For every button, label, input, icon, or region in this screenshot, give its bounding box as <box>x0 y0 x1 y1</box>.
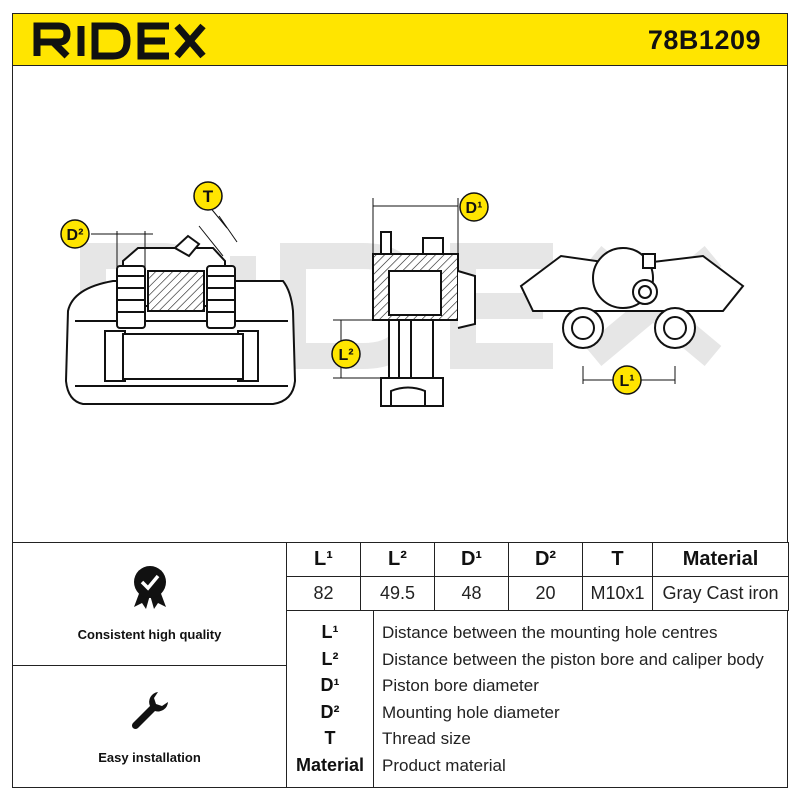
label-d2: D² <box>67 227 84 244</box>
label-l1: L¹ <box>619 373 634 390</box>
header-bar: 78B1209 <box>12 13 788 66</box>
ridex-logo <box>33 22 206 60</box>
legend-row-t: T Thread size <box>287 725 789 751</box>
legend-row-d2: D² Mounting hole diameter <box>287 699 789 725</box>
spec-header-l1: L¹ <box>286 542 361 577</box>
legend: L¹ Distance between the mounting hole ce… <box>286 610 788 788</box>
label-t: T <box>203 187 214 206</box>
legend-row-l2: L² Distance between the piston bore and … <box>287 646 789 672</box>
label-d1: D¹ <box>466 200 483 217</box>
feature-installation: Easy installation <box>12 665 287 788</box>
caliper-front-view <box>64 234 297 405</box>
spec-table: L¹ L² D¹ D² T Material 82 49.5 48 20 M10… <box>286 542 789 611</box>
legend-divider <box>373 611 374 787</box>
legend-key: L¹ <box>321 622 339 642</box>
label-t-marker: T <box>193 181 223 211</box>
legend-key: D² <box>320 702 340 722</box>
wrench-icon <box>131 692 168 730</box>
spec-value-row: 82 49.5 48 20 M10x1 Gray Cast iron <box>286 576 789 611</box>
spec-header-l2: L² <box>360 542 435 577</box>
legend-desc: Piston bore diameter <box>382 676 539 695</box>
spec-value-material: Gray Cast iron <box>652 576 789 611</box>
spec-value-l2: 49.5 <box>360 576 435 611</box>
feature-installation-label: Easy installation <box>98 750 201 765</box>
legend-row-material: Material Product material <box>287 752 789 778</box>
spec-value-d1: 48 <box>434 576 509 611</box>
legend-key: L² <box>321 649 339 669</box>
spec-value-t: M10x1 <box>582 576 653 611</box>
legend-key: D¹ <box>320 675 340 695</box>
caliper-side-view <box>372 231 476 407</box>
spec-value-d2: 20 <box>508 576 583 611</box>
legend-desc: Thread size <box>382 729 471 748</box>
label-d2-marker: D² <box>60 219 90 249</box>
feature-quality-label: Consistent high quality <box>77 627 222 642</box>
label-l2: L² <box>338 347 353 364</box>
legend-key: Material <box>295 755 365 775</box>
spec-header-row: L¹ L² D¹ D² T Material <box>286 542 789 577</box>
label-d1-marker: D¹ <box>459 192 489 222</box>
caliper-rear-view <box>519 247 745 349</box>
spec-header-d1: D¹ <box>434 542 509 577</box>
spec-header-t: T <box>582 542 653 577</box>
legend-desc: Product material <box>382 756 506 775</box>
spec-header-material: Material <box>652 542 789 577</box>
spec-header-d2: D² <box>508 542 583 577</box>
label-l2-marker: L² <box>331 339 361 369</box>
legend-desc: Distance between the mounting hole centr… <box>382 623 718 642</box>
part-number: 78B1209 <box>647 25 761 55</box>
legend-row-l1: L¹ Distance between the mounting hole ce… <box>287 619 789 645</box>
spec-value-l1: 82 <box>286 576 361 611</box>
quality-seal-icon <box>133 566 166 609</box>
label-l1-marker: L¹ <box>612 365 642 395</box>
legend-row-d1: D¹ Piston bore diameter <box>287 672 789 698</box>
feature-quality: Consistent high quality <box>12 542 287 665</box>
legend-key: T <box>324 728 336 748</box>
legend-desc: Distance between the piston bore and cal… <box>382 650 764 669</box>
diagram-panel: T D² D¹ L² L¹ <box>12 66 788 542</box>
legend-desc: Mounting hole diameter <box>382 703 560 722</box>
caliper-diagram: T D² D¹ L² L¹ <box>60 181 745 407</box>
